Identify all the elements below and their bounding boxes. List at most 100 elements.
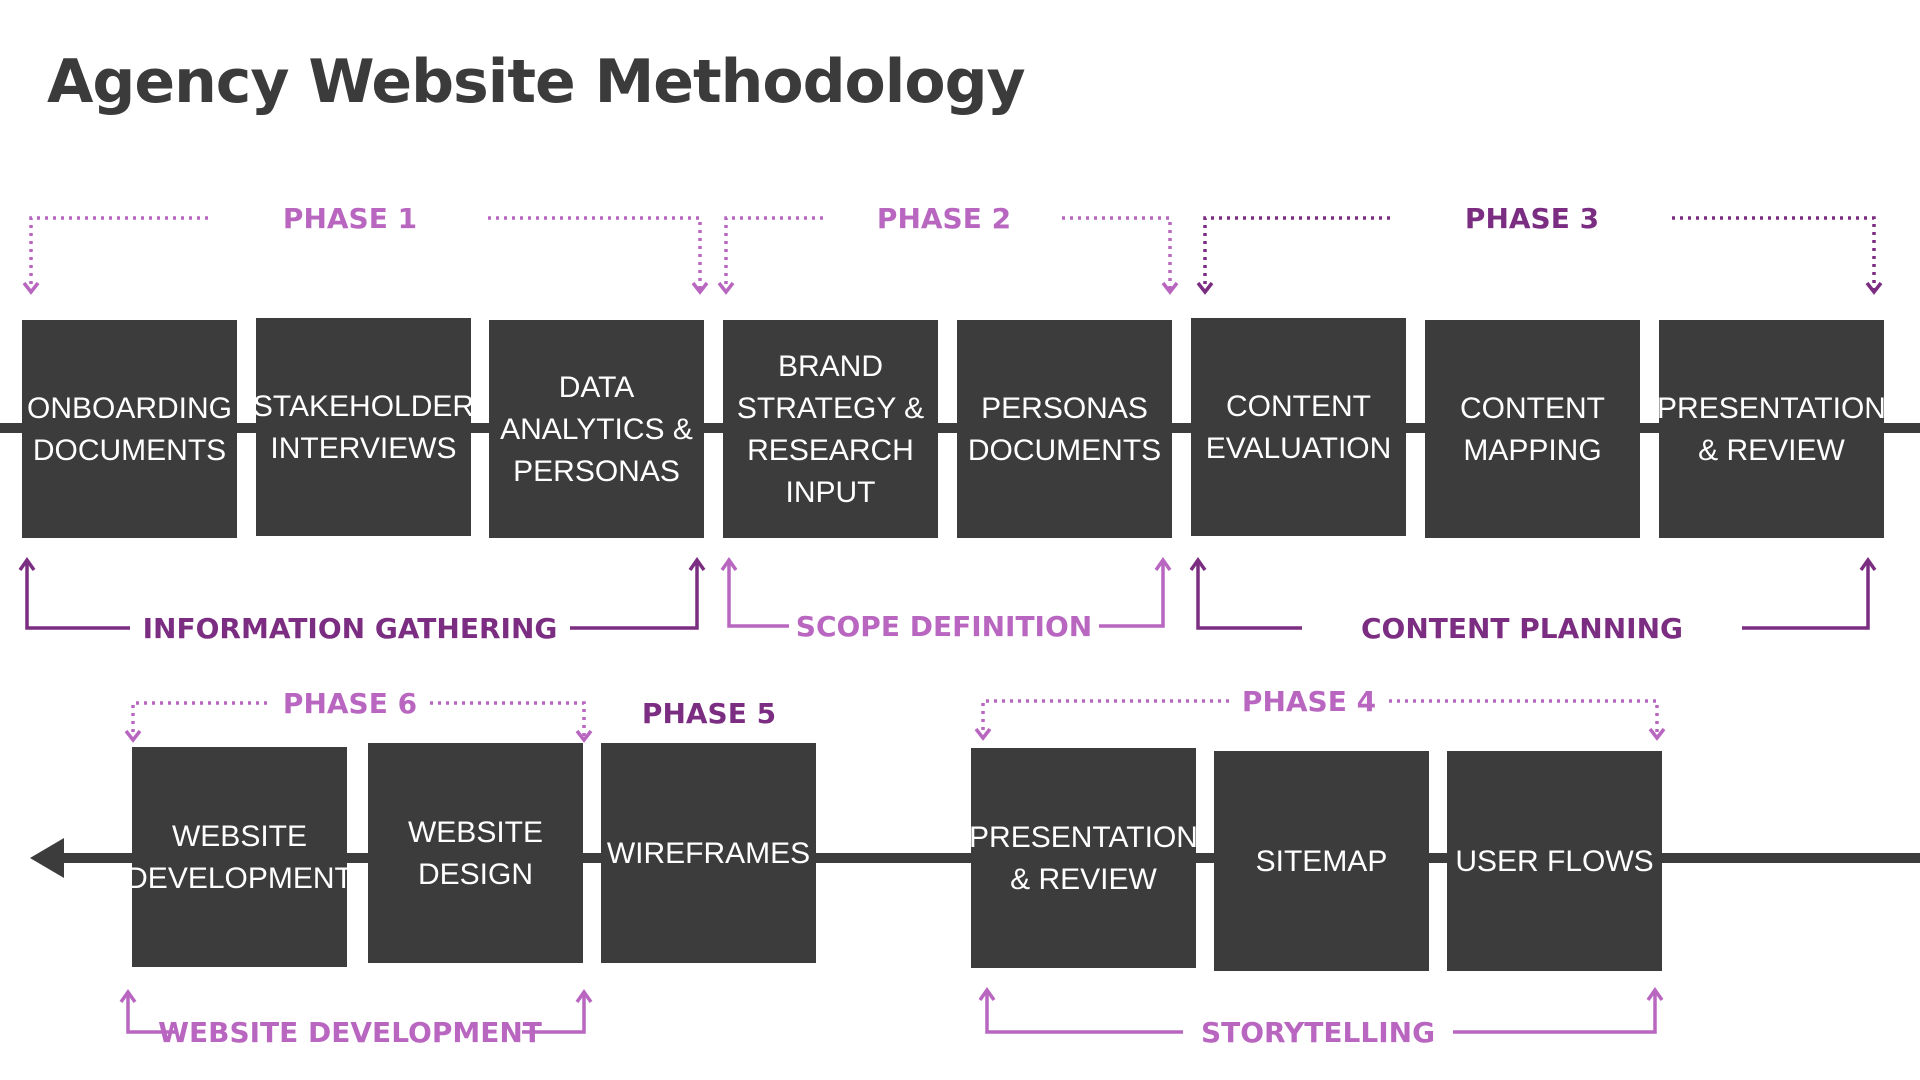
step-website-design: WEBSITE DESIGN: [368, 743, 583, 963]
arrow-up-icon: [1154, 556, 1172, 572]
group-label: INFORMATION GATHERING: [143, 612, 558, 645]
step-wireframes: WIREFRAMES: [601, 743, 816, 963]
step-onboarding: ONBOARDING DOCUMENTS: [22, 320, 237, 538]
step-label-line: DOCUMENTS: [33, 434, 226, 467]
arrow-down-icon: [717, 281, 735, 295]
step-content-eval: CONTENT EVALUATION: [1191, 318, 1406, 536]
arrow-up-icon: [575, 988, 593, 1004]
timeline-arrowhead-left-icon: [30, 838, 64, 878]
group-label: CONTENT PLANNING: [1361, 612, 1683, 645]
step-box: [601, 743, 816, 963]
phase-bracket: PHASE 1: [22, 202, 709, 295]
phase-label: PHASE 5: [642, 697, 776, 730]
step-label-line: PRESENTATION: [1657, 392, 1886, 425]
arrow-down-icon: [1865, 281, 1883, 295]
step-presentation-review-1: PRESENTATION & REVIEW: [1657, 320, 1886, 538]
step-box: [22, 320, 237, 538]
step-label-line: STAKEHOLDER: [253, 390, 474, 423]
step-box: [489, 320, 704, 538]
arrow-up-icon: [1859, 556, 1877, 572]
step-label-line: BRAND: [778, 350, 883, 383]
step-label-line: EVALUATION: [1206, 432, 1392, 465]
step-label-line: RESEARCH: [747, 434, 914, 467]
phase-bracket: PHASE 2: [717, 202, 1179, 295]
step-box: [1425, 320, 1640, 538]
group-bracket: STORYTELLING: [978, 986, 1664, 1049]
step-box: [1214, 751, 1429, 971]
arrow-up-icon: [688, 556, 706, 572]
group-bracket: INFORMATION GATHERING: [18, 556, 706, 645]
step-presentation-review-2: PRESENTATION & REVIEW: [969, 748, 1198, 968]
step-label-line: DATA: [559, 371, 635, 404]
step-label-line: ANALYTICS &: [500, 413, 693, 446]
step-label-line: MAPPING: [1463, 434, 1601, 467]
page-title: Agency Website Methodology: [47, 47, 1026, 117]
group-label: WEBSITE DEVELOPMENT: [158, 1016, 542, 1049]
group-bracket: SCOPE DEFINITION: [720, 556, 1172, 643]
phase-bracket: PHASE 4: [974, 685, 1666, 741]
arrow-down-icon: [124, 729, 142, 743]
step-label-line: DOCUMENTS: [968, 434, 1161, 467]
step-label-line: DEVELOPMENT: [126, 862, 353, 895]
arrow-up-icon: [18, 556, 36, 572]
step-box: [1191, 318, 1406, 536]
group-label: STORYTELLING: [1201, 1016, 1435, 1049]
step-personas-docs: PERSONAS DOCUMENTS: [957, 320, 1172, 538]
step-label-line: INTERVIEWS: [270, 432, 456, 465]
step-label-line: CONTENT: [1460, 392, 1605, 425]
arrow-down-icon: [1196, 281, 1214, 295]
group-bracket: CONTENT PLANNING: [1189, 556, 1877, 645]
step-label-line: PERSONAS: [981, 392, 1148, 425]
step-sitemap: SITEMAP: [1214, 751, 1429, 971]
arrow-down-icon: [1161, 281, 1179, 295]
step-label-line: ONBOARDING: [27, 392, 232, 425]
step-label-line: CONTENT: [1226, 390, 1371, 423]
step-label-line: PERSONAS: [513, 455, 680, 488]
step-box: [368, 743, 583, 963]
arrow-up-icon: [1189, 556, 1207, 572]
step-box: [1447, 751, 1662, 971]
step-label-line: PRESENTATION: [969, 821, 1198, 854]
phase-label: PHASE 2: [877, 202, 1011, 235]
group-bracket: WEBSITE DEVELOPMENT: [119, 988, 593, 1049]
step-user-flows: USER FLOWS: [1447, 751, 1662, 971]
step-data-analytics: DATA ANALYTICS & PERSONAS: [489, 320, 704, 538]
step-box: [723, 320, 938, 538]
step-website-development: WEBSITE DEVELOPMENT: [126, 747, 353, 967]
step-stakeholder: STAKEHOLDER INTERVIEWS: [253, 318, 474, 536]
step-label-line: DESIGN: [418, 858, 533, 891]
step-label-line: USER FLOWS: [1455, 845, 1653, 878]
phase-label: PHASE 3: [1465, 202, 1599, 235]
arrow-down-icon: [974, 727, 992, 741]
phase-label: PHASE 4: [1242, 685, 1376, 718]
step-box: [256, 318, 471, 536]
phase-label: PHASE 6: [283, 687, 417, 720]
phase-label: PHASE 1: [283, 202, 417, 235]
step-box: [132, 747, 347, 967]
step-box: [971, 748, 1196, 968]
group-label: SCOPE DEFINITION: [796, 610, 1092, 643]
arrow-up-icon: [978, 986, 996, 1002]
step-brand-strategy: BRAND STRATEGY & RESEARCH INPUT: [723, 320, 938, 538]
arrow-up-icon: [720, 556, 738, 572]
phase-bracket: PHASE 3: [1196, 202, 1883, 295]
arrow-up-icon: [119, 988, 137, 1004]
step-label-line: & REVIEW: [1010, 863, 1157, 896]
arrow-down-icon: [22, 281, 40, 295]
step-label-line: WEBSITE: [172, 820, 307, 853]
step-box: [957, 320, 1172, 538]
step-box: [1659, 320, 1884, 538]
phase-bracket: PHASE 6: [124, 687, 593, 743]
arrow-up-icon: [1646, 986, 1664, 1002]
step-content-mapping: CONTENT MAPPING: [1425, 320, 1640, 538]
arrow-down-icon: [575, 729, 593, 743]
step-label-line: WEBSITE: [408, 816, 543, 849]
step-label-line: SITEMAP: [1256, 845, 1388, 878]
step-label-line: STRATEGY &: [737, 392, 924, 425]
arrow-down-icon: [1648, 727, 1666, 741]
step-label-line: INPUT: [786, 476, 876, 509]
arrow-down-icon: [691, 281, 709, 295]
step-label-line: & REVIEW: [1698, 434, 1845, 467]
step-label-line: WIREFRAMES: [607, 837, 810, 870]
